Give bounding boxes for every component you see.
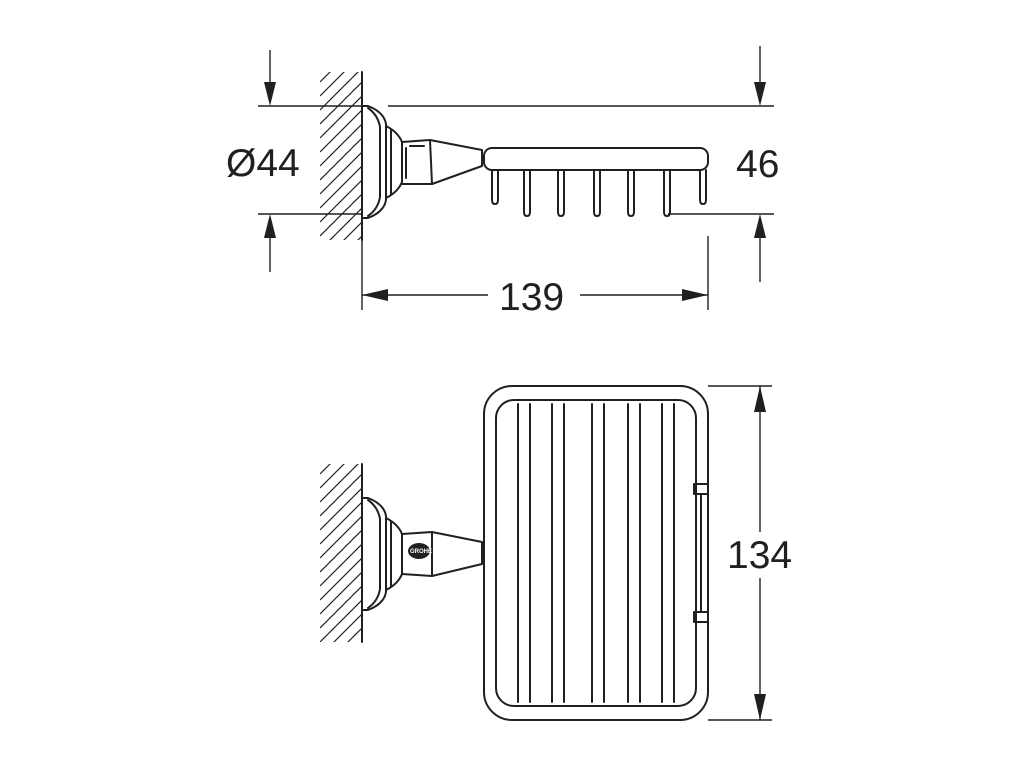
wall-flange-side — [361, 105, 403, 219]
wall-flange-top — [361, 497, 403, 611]
basket-prong — [593, 169, 601, 217]
support-arm-side — [401, 139, 483, 185]
basket-prong — [523, 169, 531, 217]
side-view: Ø44 46 139 — [226, 12, 779, 320]
dimension-diameter-label: Ø44 — [226, 142, 300, 185]
dimension-depth-label: 134 — [727, 534, 792, 577]
hatch-line — [320, 404, 362, 446]
hatch-line — [320, 464, 331, 475]
basket-prong — [491, 169, 499, 205]
hatch-line — [347, 627, 362, 642]
hatch-line — [320, 109, 362, 153]
hatch-line — [320, 571, 362, 615]
hatch-line — [320, 418, 362, 460]
hatch-line — [320, 529, 362, 573]
hatch-line — [320, 487, 362, 531]
brand-logo-text: GROHE — [410, 549, 432, 555]
hatch-line — [320, 250, 362, 292]
dimension-height: 46 — [388, 46, 779, 282]
wall-hatching-bottom — [320, 404, 363, 712]
hatch-line — [320, 264, 362, 306]
dimension-diameter: Ø44 — [226, 50, 362, 272]
hatch-line — [320, 137, 362, 181]
top-view: GROHE 134 — [320, 385, 792, 721]
hatch-line — [320, 464, 359, 503]
hatch-line — [320, 543, 362, 587]
hatch-line — [320, 464, 345, 489]
basket-prong — [699, 169, 707, 205]
basket-top — [483, 385, 709, 721]
hatch-line — [320, 72, 345, 97]
hatch-line — [320, 656, 362, 698]
hatch-line — [320, 515, 362, 559]
basket-slat — [591, 403, 605, 703]
hatch-line — [320, 165, 362, 209]
hatch-line — [320, 95, 362, 139]
hatch-line — [320, 278, 362, 320]
wall-hatching-top — [320, 12, 363, 320]
basket-clips — [693, 483, 709, 623]
basket-prong — [663, 169, 671, 217]
hatch-line — [320, 557, 362, 601]
hatch-line — [320, 193, 362, 237]
hatch-line — [329, 207, 362, 240]
hatch-line — [320, 12, 362, 54]
dimension-depth: 134 — [708, 385, 792, 721]
support-arm-top: GROHE — [401, 531, 483, 577]
hatch-line — [320, 72, 331, 83]
hatch-line — [320, 585, 362, 629]
hatch-line — [357, 235, 362, 240]
hatch-line — [320, 179, 362, 223]
basket-slat — [517, 403, 531, 703]
hatch-line — [343, 221, 362, 240]
hatch-line — [320, 72, 359, 111]
hatch-line — [333, 613, 362, 642]
hatch-line — [361, 641, 362, 642]
hatch-line — [320, 151, 362, 195]
hatch-line — [320, 670, 362, 712]
basket-prong — [627, 169, 635, 217]
basket-prong — [557, 169, 565, 217]
hatch-line — [320, 599, 362, 642]
dimension-projection-label: 139 — [499, 276, 564, 319]
basket-slat — [551, 403, 565, 703]
basket-slat — [661, 403, 675, 703]
hatch-line — [320, 473, 362, 517]
hatch-line — [320, 81, 362, 125]
basket-side — [483, 147, 709, 217]
dimension-height-label: 46 — [736, 143, 779, 186]
basket-slat — [627, 403, 641, 703]
dimension-projection: 139 — [361, 236, 709, 319]
hatch-line — [320, 501, 362, 545]
brand-logo — [408, 543, 430, 559]
hatch-line — [320, 123, 362, 167]
hatch-line — [320, 26, 362, 68]
